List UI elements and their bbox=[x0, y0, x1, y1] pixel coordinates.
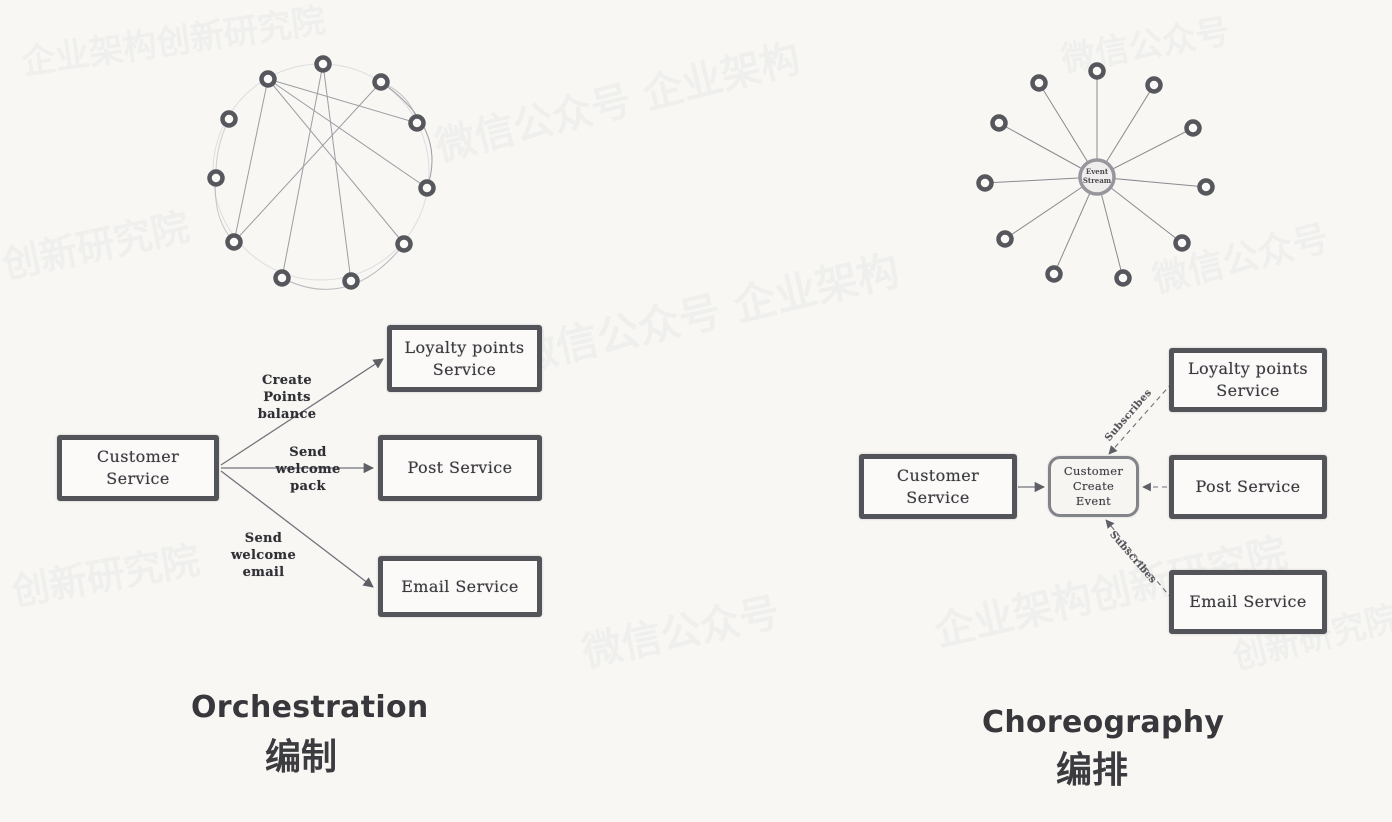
mesh-edge bbox=[233, 78, 269, 243]
hub-outer-node bbox=[1145, 76, 1163, 94]
mesh-node bbox=[259, 70, 277, 88]
customer-service-label: Customer Service bbox=[896, 465, 980, 507]
choreography-title-zh: 编排 bbox=[1055, 750, 1128, 791]
send-welcome-email-label: Send welcome email bbox=[230, 531, 297, 580]
hub-spoke-figure bbox=[976, 62, 1215, 287]
mesh-edge bbox=[233, 81, 382, 243]
mesh-node bbox=[418, 179, 436, 197]
customer-create-event-box: Customer Create Event bbox=[1048, 456, 1139, 517]
customer-create-event-label: Customer Create Event bbox=[1063, 464, 1124, 508]
hub-outer-node bbox=[996, 230, 1014, 248]
hub-outer-node bbox=[1030, 74, 1048, 92]
mesh-network-figure bbox=[207, 55, 436, 290]
mesh-node bbox=[342, 272, 360, 290]
mesh-node bbox=[273, 269, 291, 287]
hub-outer-node bbox=[990, 114, 1008, 132]
mesh-edge bbox=[281, 63, 324, 279]
mesh-node bbox=[408, 114, 426, 132]
hub-outer-node bbox=[1184, 119, 1202, 137]
hub-outer-node bbox=[1114, 269, 1132, 287]
loyalty-points-service-label: Loyalty points Service bbox=[404, 337, 525, 379]
customer-service-box-left: Customer Service bbox=[57, 435, 219, 501]
mesh-node bbox=[225, 233, 243, 251]
choreography-title: Choreography bbox=[982, 705, 1225, 740]
customer-service-label: Customer Service bbox=[96, 447, 180, 488]
mesh-node bbox=[372, 73, 390, 91]
connector-subscribes-email bbox=[1105, 519, 1173, 600]
email-service-box-right: Email Service bbox=[1169, 570, 1327, 634]
mesh-edge bbox=[322, 63, 352, 282]
mesh-node bbox=[314, 55, 332, 73]
hub-outer-node bbox=[1197, 178, 1215, 196]
send-welcome-pack-label: Send welcome pack bbox=[275, 445, 341, 494]
post-service-label: Post Service bbox=[407, 458, 513, 478]
mesh-node bbox=[220, 110, 238, 128]
loyalty-points-service-label: Loyalty points Service bbox=[1187, 359, 1309, 400]
hub-outer-node bbox=[1173, 234, 1191, 252]
post-service-box-right: Post Service bbox=[1169, 455, 1327, 519]
hub-outer-node bbox=[1088, 62, 1106, 80]
hub-outer-node bbox=[976, 174, 994, 192]
hub-outer-node bbox=[1045, 265, 1063, 283]
email-service-label: Email Service bbox=[401, 576, 519, 596]
mesh-node bbox=[207, 169, 225, 187]
hub-center-node bbox=[1078, 158, 1116, 196]
event-stream-label: Event Stream bbox=[1082, 167, 1112, 185]
connector-welcome-email bbox=[220, 470, 374, 588]
mesh-edge bbox=[267, 78, 428, 189]
post-service-box-left: Post Service bbox=[378, 435, 542, 501]
customer-service-box-right: Customer Service bbox=[859, 454, 1017, 519]
email-service-box-left: Email Service bbox=[378, 556, 542, 617]
loyalty-points-service-box-right: Loyalty points Service bbox=[1169, 348, 1327, 412]
mesh-edge bbox=[380, 81, 433, 189]
email-service-label: Email Service bbox=[1189, 592, 1307, 612]
mesh-edge bbox=[267, 78, 418, 124]
orchestration-title-zh: 编制 bbox=[264, 737, 337, 778]
post-service-label: Post Service bbox=[1195, 477, 1301, 497]
create-points-balance-label: Create Points balance bbox=[257, 373, 317, 422]
orchestration-title: Orchestration bbox=[191, 690, 429, 725]
connector-subscribes-loyalty bbox=[1108, 382, 1173, 455]
mesh-node bbox=[395, 235, 413, 253]
connector-create-points bbox=[220, 358, 384, 466]
loyalty-points-service-box-left: Loyalty points Service bbox=[387, 325, 542, 392]
